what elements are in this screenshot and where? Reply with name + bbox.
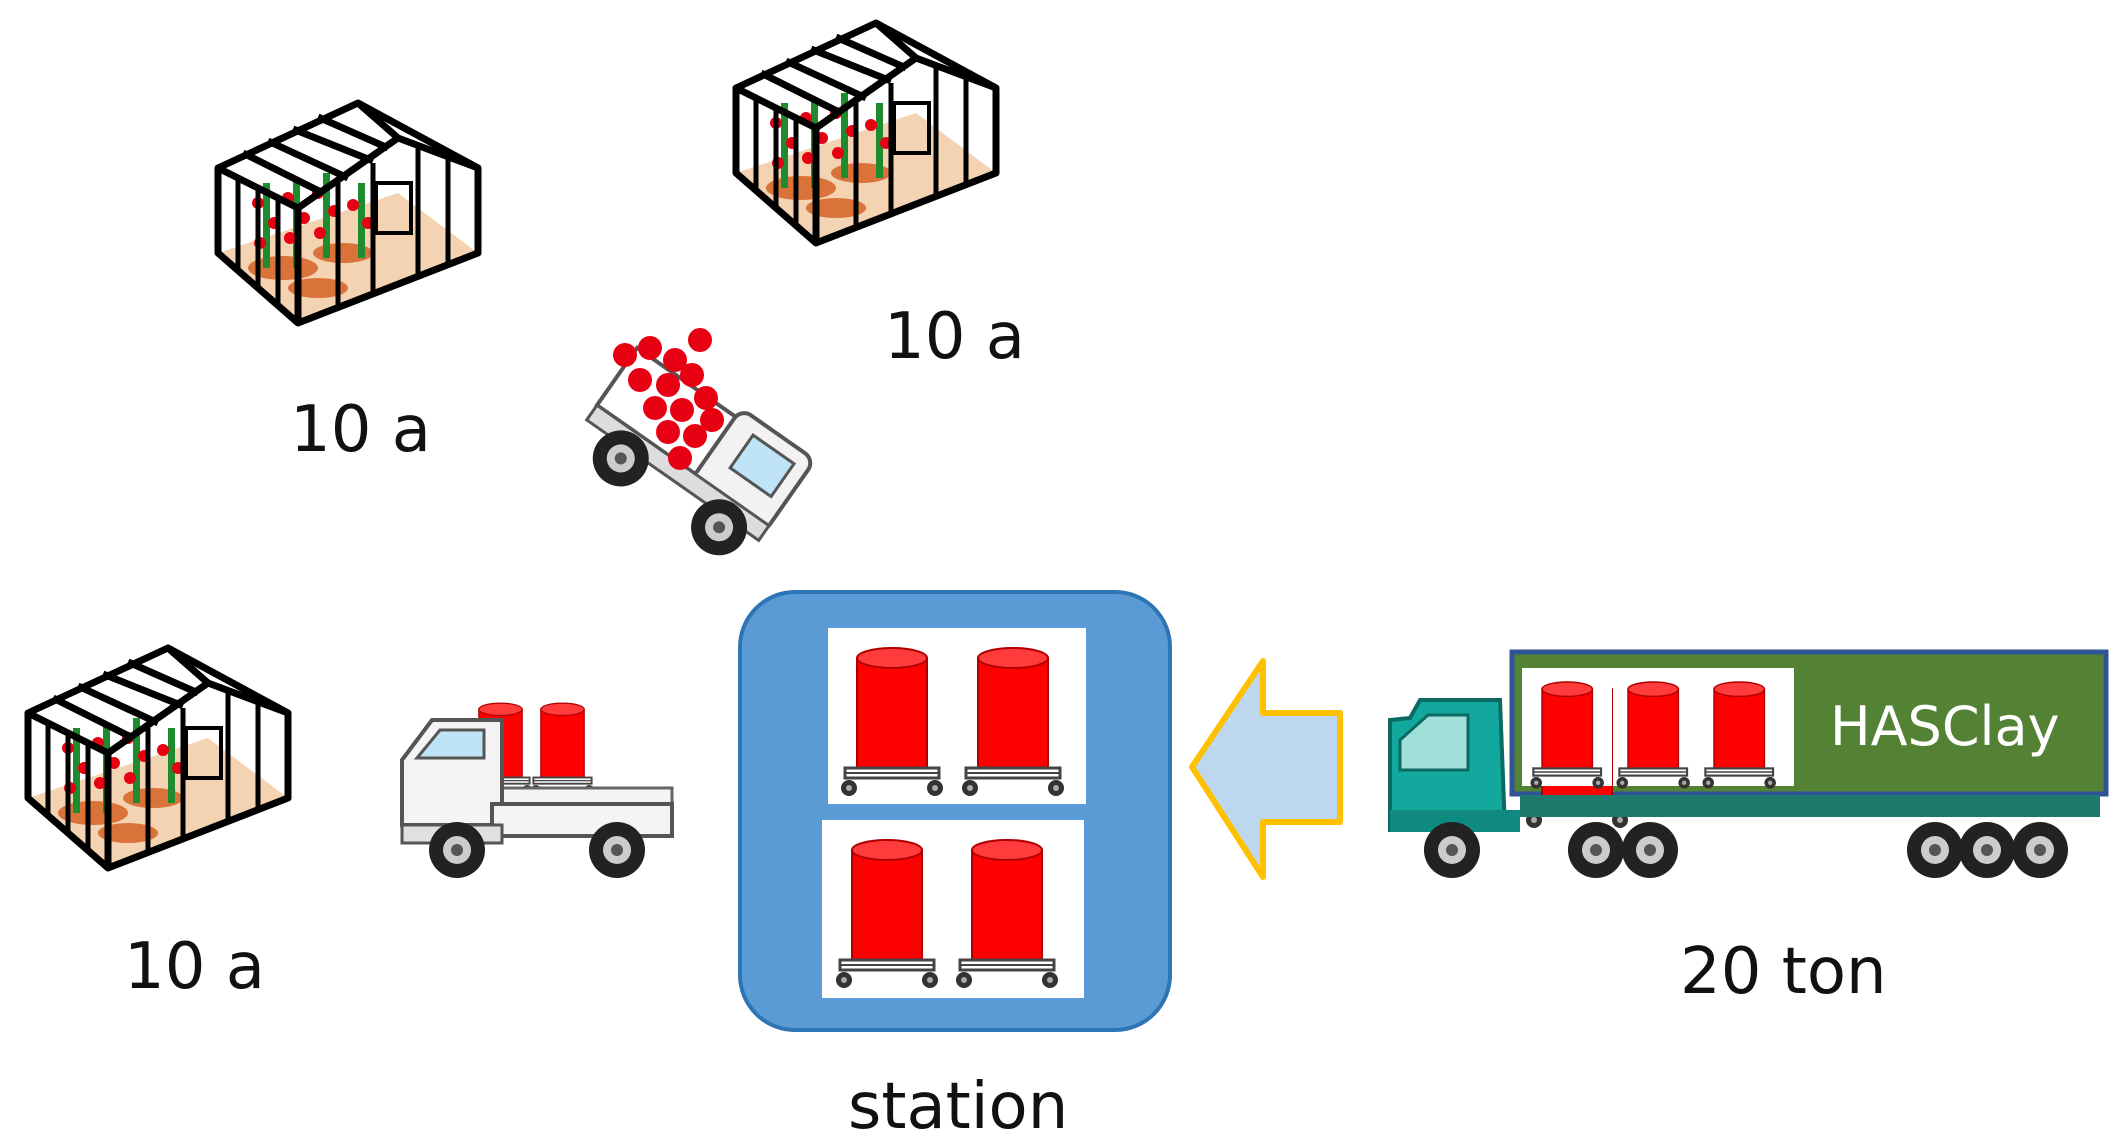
small-truck-icon: [400, 702, 674, 878]
station-label: station: [848, 1070, 1069, 1144]
arrow-left-icon: [1189, 658, 1343, 880]
tomato-icon: [613, 328, 724, 470]
greenhouse-area-label: 10 a: [124, 930, 265, 1004]
greenhouse-icon: [218, 103, 478, 323]
greenhouse-area-label: 10 a: [884, 300, 1025, 374]
truck-capacity-label: 20 ton: [1680, 935, 1887, 1009]
semi-truck-icon: [1388, 649, 2109, 878]
station-icon: [738, 590, 1172, 1032]
tank-cart-icon: [839, 646, 945, 798]
greenhouse-icon: [28, 648, 288, 868]
tank-cart-icon: [834, 838, 940, 990]
tank-cart-icon: [954, 838, 1060, 990]
greenhouse-area-label: 10 a: [290, 393, 431, 467]
tank-cart-icon: [960, 646, 1066, 798]
greenhouse-icon: [736, 23, 996, 243]
truck-brand-label: HASClay: [1830, 695, 2060, 758]
